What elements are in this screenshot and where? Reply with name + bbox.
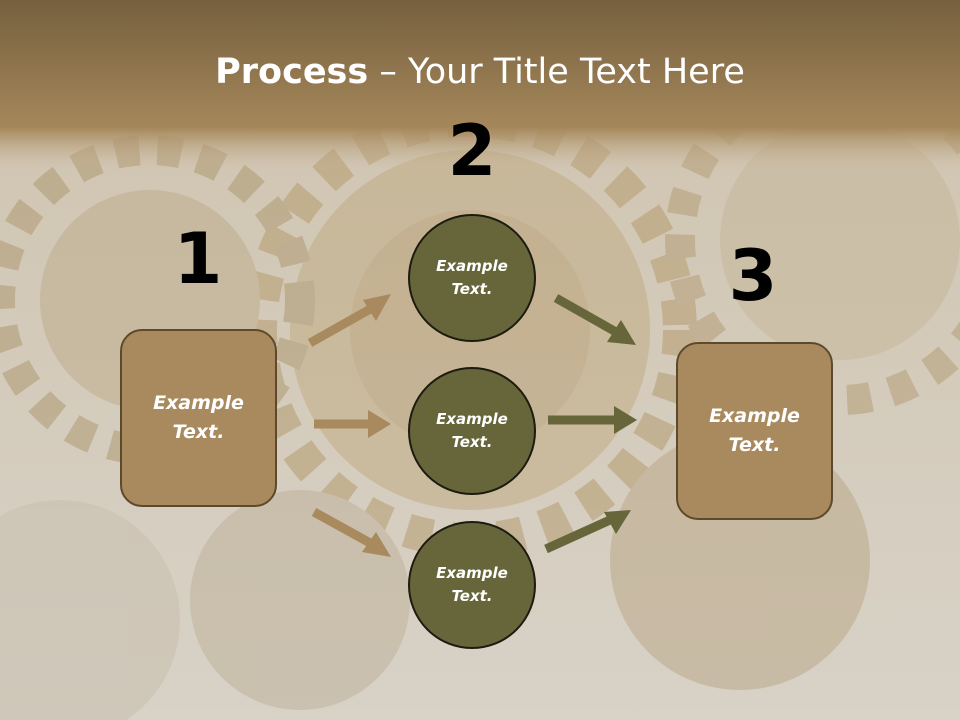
arrow-circle2-to-box3 xyxy=(548,406,637,434)
step3-box-line2: Text. xyxy=(728,434,781,456)
arrow-box1-to-circle2 xyxy=(314,410,391,438)
title-bold: Process xyxy=(215,52,369,92)
step1-box-line1: Example xyxy=(153,392,244,414)
step1-box: Example Text. xyxy=(120,329,277,507)
circle-3-line2: Text. xyxy=(451,587,493,605)
step3-box: Example Text. xyxy=(676,342,833,520)
step2-circle-2: Example Text. xyxy=(408,367,536,495)
step-number-3: 3 xyxy=(728,235,778,317)
arrow-box1-to-circle3 xyxy=(311,508,391,557)
circle-2-line2: Text. xyxy=(451,433,493,451)
arrow-box1-to-circle1 xyxy=(307,294,391,347)
step-number-2: 2 xyxy=(447,110,497,192)
circle-2-line1: Example xyxy=(436,410,508,428)
title-rest: – Your Title Text Here xyxy=(368,52,745,92)
step2-circle-3: Example Text. xyxy=(408,521,536,649)
arrow-circle3-to-box3 xyxy=(544,510,631,554)
circle-2-text: Example Text. xyxy=(436,408,508,454)
circle-1-text: Example Text. xyxy=(436,255,508,301)
circle-3-line1: Example xyxy=(436,564,508,582)
slide-title: Process – Your Title Text Here xyxy=(0,52,960,92)
step-number-1: 1 xyxy=(173,218,223,300)
circle-3-text: Example Text. xyxy=(436,562,508,608)
step1-box-text: Example Text. xyxy=(153,389,244,447)
step2-circle-1: Example Text. xyxy=(408,214,536,342)
arrow-circle1-to-box3 xyxy=(553,294,636,345)
circle-1-line2: Text. xyxy=(451,280,493,298)
step3-box-text: Example Text. xyxy=(709,402,800,460)
circle-1-line1: Example xyxy=(436,257,508,275)
step1-box-line2: Text. xyxy=(172,421,225,443)
step3-box-line1: Example xyxy=(709,405,800,427)
